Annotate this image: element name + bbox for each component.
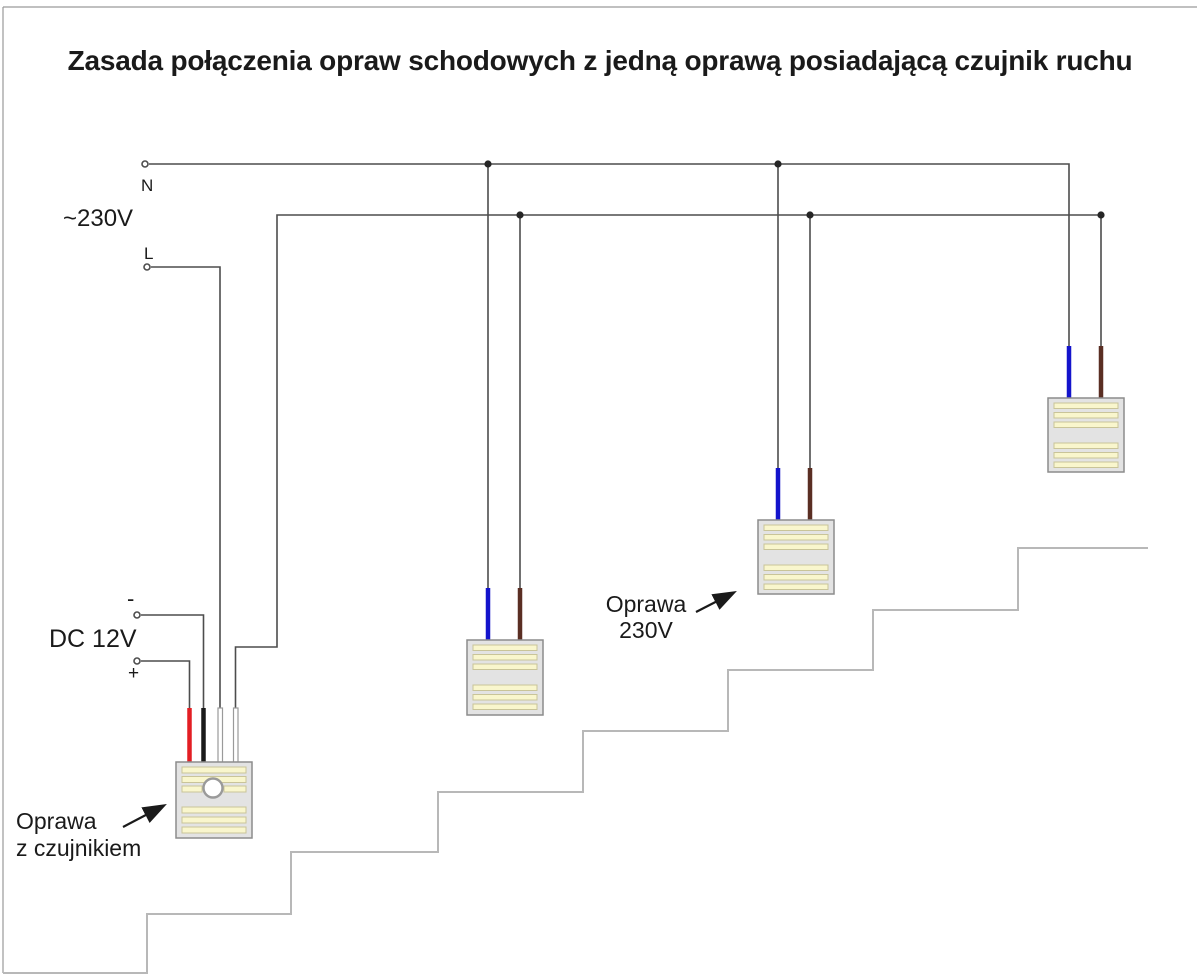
minus-terminal-label: - [127,586,135,611]
luminaire-230v-3 [1047,346,1125,473]
n-terminal-label: N [141,176,154,195]
sensor-luminaire-label: Oprawa z czujnikiem [16,808,141,862]
luminaire-230v-1 [466,588,544,716]
dc-supply-label: DC 12V [49,625,137,653]
motion-sensor-lens [202,777,224,799]
neutral-bus-wire [141,160,1070,590]
sensor-luminaire-label-line1: Oprawa [16,808,97,834]
line-terminal-wire [143,263,221,710]
terminal-plus [133,657,141,665]
plus-terminal-label: + [128,663,140,684]
diagram-title: Zasada połączenia opraw schodowych z jed… [67,45,1133,76]
l-terminal-label: L [144,244,154,263]
luminaire-230v-label: Oprawa 230V [596,591,696,643]
terminal-n [141,160,149,168]
dc-minus-wire [133,611,205,710]
line-bus-wire [234,211,1105,710]
dc-plus-wire [133,657,191,710]
sensor-luminaire-arrow [122,803,167,828]
sensor-luminaire [175,707,253,839]
frame-border [2,6,1197,973]
white-wire-in [217,707,224,764]
sensor-luminaire-label-line2: z czujnikiem [16,835,142,861]
luminaire-230v-label-line2: 230V [619,617,673,643]
ac-supply-label: ~230V [63,205,134,232]
luminaire-230v-2 [757,468,835,595]
luminaire-230v-arrow [695,590,737,613]
white-wire-out [232,707,239,764]
terminal-minus [133,611,141,619]
staircase-outline [3,547,1148,974]
luminaire-230v-label-line1: Oprawa [605,591,687,617]
terminal-l [143,263,151,271]
